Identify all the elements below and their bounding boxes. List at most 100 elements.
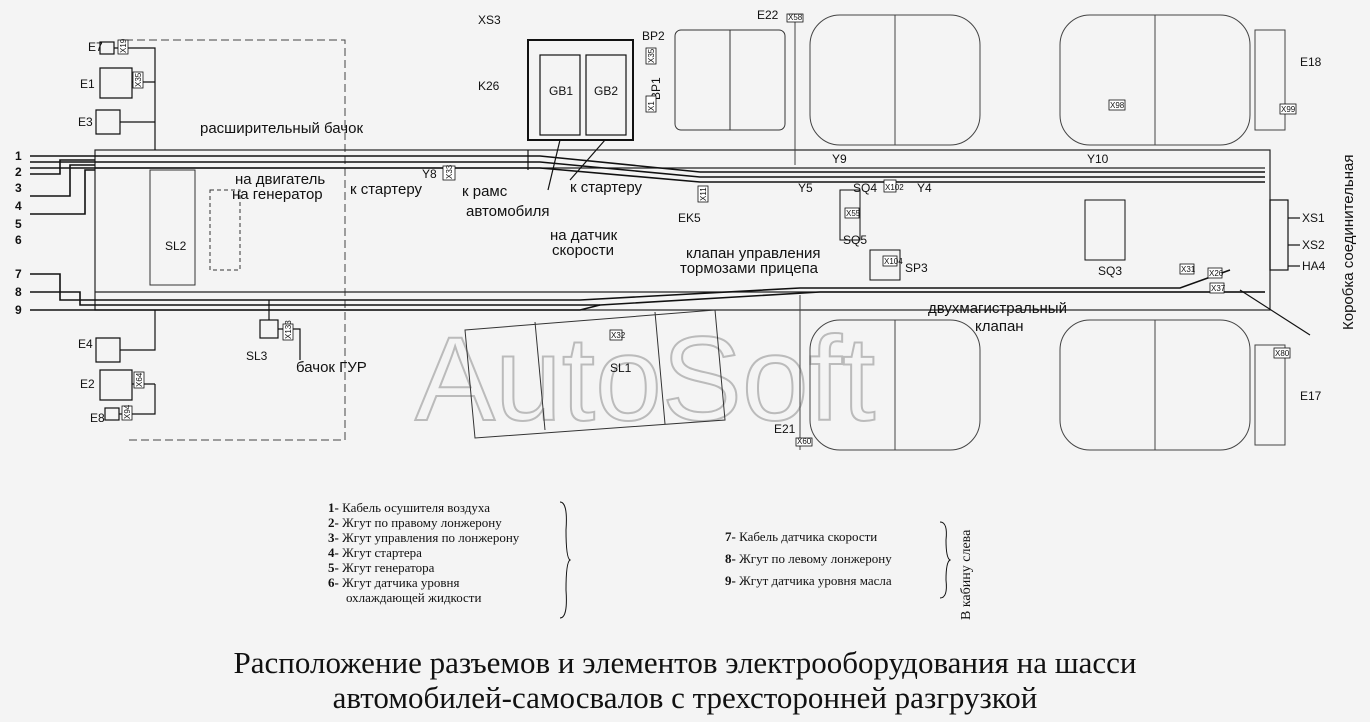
harness-number-6: 6 xyxy=(15,233,22,247)
connector-label: X32 xyxy=(611,331,626,340)
connector-label: X99 xyxy=(1281,105,1296,114)
lamp-e3 xyxy=(95,109,121,135)
in-cab-left-note: В кабину слева xyxy=(959,529,974,620)
legend-item: 7- Кабель датчика скорости xyxy=(725,529,878,544)
page-title-line-2: автомобилей-самосвалов с трехсторонней р… xyxy=(332,680,1038,715)
label-gb2: GB2 xyxy=(594,84,618,98)
label-gur-tank: бачок ГУР xyxy=(296,359,367,376)
connector-label: X102 xyxy=(885,183,904,192)
label-to-starter-1: к стартеру xyxy=(350,181,423,198)
label-to-generator: на генератор xyxy=(232,186,323,203)
connector-label: X55 xyxy=(846,209,861,218)
label-to-starter-2: к стартеру xyxy=(570,179,643,196)
label-y10: Y10 xyxy=(1087,152,1109,166)
lamp-e4 xyxy=(95,337,121,363)
connector-label: X33 xyxy=(445,164,454,179)
legend-item: охлаждающей жидкости xyxy=(346,590,482,605)
cab-outline xyxy=(125,39,346,441)
label-xs2: XS2 xyxy=(1302,238,1325,252)
legend-item: 1- Кабель осушителя воздуха xyxy=(328,500,490,515)
battery-box xyxy=(527,39,634,191)
connector-label: X133 xyxy=(284,320,293,339)
lamp-e2 xyxy=(99,369,133,401)
label-y8: Y8 xyxy=(422,167,437,181)
label-y5: Y5 xyxy=(798,181,813,195)
label-to-frame: к рамс xyxy=(462,183,508,200)
lamp-e1 xyxy=(99,67,133,99)
valve-components xyxy=(839,189,1126,281)
expansion-tank xyxy=(149,169,196,286)
label-e3: E3 xyxy=(78,115,93,129)
label-y4: Y4 xyxy=(917,181,932,195)
label-e22: E22 xyxy=(757,8,779,22)
fuel-tank xyxy=(464,309,726,439)
legend-item: 6- Жгут датчика уровня xyxy=(328,575,460,590)
connector-label: X11 xyxy=(699,187,708,201)
label-sq4: SQ4 xyxy=(853,181,877,195)
label-e21: E21 xyxy=(774,422,796,436)
page-title-line-1: Расположение разъемов и элементов электр… xyxy=(233,645,1137,680)
label-to-speed-1: на датчик xyxy=(550,227,618,244)
connector-label: X60 xyxy=(797,437,812,446)
label-sq3: SQ3 xyxy=(1098,264,1122,278)
label-sl3: SL3 xyxy=(246,349,268,363)
legend-left: 1- Кабель осушителя воздуха 2- Жгут по п… xyxy=(328,500,519,605)
harness-number-1: 1 xyxy=(15,149,22,163)
connector-label: X19 xyxy=(119,38,128,53)
label-sl2: SL2 xyxy=(165,239,187,253)
sp3-valve xyxy=(869,249,901,281)
label-xs3: XS3 xyxy=(478,13,501,27)
label-to-engine: на двигатель xyxy=(235,171,325,188)
legend-item: 2- Жгут по правому лонжерону xyxy=(328,515,502,530)
harness-number-2: 2 xyxy=(15,165,22,179)
label-in-cab-left: В кабину слева xyxy=(959,529,974,620)
label-gb1: GB1 xyxy=(549,84,573,98)
junction-box xyxy=(1239,199,1311,336)
label-sp3: SP3 xyxy=(905,261,928,275)
label-expansion-tank: расширительный бачок xyxy=(200,120,363,137)
label-e7: E7 xyxy=(88,40,103,54)
harness-bundle-left xyxy=(30,269,1265,311)
legend-item: 3- Жгут управления по лонжерону xyxy=(328,530,520,545)
label-e8: E8 xyxy=(90,411,105,425)
label-e18: E18 xyxy=(1300,55,1322,69)
watermark: AutoSoft xyxy=(415,312,875,446)
label-bp2: BP2 xyxy=(642,29,665,43)
connector-label: X104 xyxy=(884,257,903,266)
harness-number-4: 4 xyxy=(15,199,22,213)
connector-label: X1 xyxy=(647,101,656,111)
label-of-vehicle: автомобиля xyxy=(466,203,550,220)
label-to-speed-2: скорости xyxy=(552,242,614,259)
connector-label: X35 xyxy=(134,72,143,87)
connector-label: X26 xyxy=(1209,269,1224,278)
front-lamps xyxy=(95,41,156,421)
engine-block xyxy=(149,169,241,286)
label-ek5: EK5 xyxy=(678,211,701,225)
legend-item: 8- Жгут по левому лонжерону xyxy=(725,551,892,566)
label-sq5: SQ5 xyxy=(843,233,867,247)
label-y9: Y9 xyxy=(832,152,847,166)
harness-bundle-right xyxy=(30,155,1265,215)
label-sl1: SL1 xyxy=(610,361,632,375)
rear-wheels xyxy=(1059,14,1286,451)
label-e1: E1 xyxy=(80,77,95,91)
sq5-sensor xyxy=(839,189,861,241)
connector-label: X98 xyxy=(1110,101,1125,110)
label-bp1: BP1 xyxy=(649,77,663,100)
connector-label: X37 xyxy=(1211,284,1226,293)
label-xs1: XS1 xyxy=(1302,211,1325,225)
label-ha4: HA4 xyxy=(1302,259,1326,273)
label-k26: K26 xyxy=(478,79,500,93)
harness-numbers: 1 2 3 4 5 6 7 8 9 xyxy=(15,149,22,317)
harness-number-8: 8 xyxy=(15,285,22,299)
rear-axle-body xyxy=(1084,199,1126,261)
legend-item: 4- Жгут стартера xyxy=(328,545,422,560)
legend-right: 7- Кабель датчика скорости 8- Жгут по ле… xyxy=(725,526,892,592)
legend-brace-left xyxy=(559,501,572,619)
label-trailer-valve-1: клапан управления xyxy=(686,245,821,262)
connector-label: X80 xyxy=(1275,349,1290,358)
air-receivers xyxy=(674,29,786,131)
label-junction-box: Коробка соединительная xyxy=(1340,155,1357,330)
label-e17: E17 xyxy=(1300,389,1322,403)
